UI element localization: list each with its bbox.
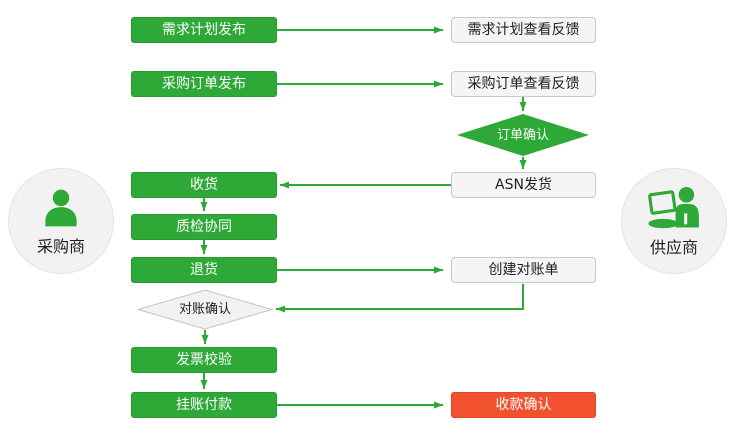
node-order-confirm-decision: 订单确认 [457, 114, 589, 156]
node-reconciliation-confirm-decision: 对账确认 [137, 289, 273, 330]
node-invoice-verification: 发票校验 [131, 347, 277, 373]
node-asn-shipment: ASN发货 [451, 172, 596, 198]
node-receive-goods: 收货 [131, 172, 277, 198]
decision-label: 对账确认 [178, 302, 231, 317]
node-demand-plan-feedback: 需求计划查看反馈 [451, 17, 596, 43]
actor-label: 采购商 [36, 236, 85, 256]
node-create-statement: 创建对账单 [451, 257, 596, 283]
node-quality-inspection: 质检协同 [131, 214, 277, 240]
node-return-goods: 退货 [131, 257, 277, 283]
node-payment-on-account: 挂账付款 [131, 392, 277, 418]
actor-label: 供应商 [649, 237, 698, 257]
arrow-statement-to-recon-confirm [276, 284, 524, 313]
diamond-shape [137, 289, 273, 330]
actor-buyer: 采购商 [8, 168, 114, 274]
node-demand-plan-publish: 需求计划发布 [131, 17, 277, 43]
actor-supplier: 供应商 [621, 168, 727, 274]
diamond-shape [457, 114, 589, 156]
person-laptop-icon [648, 186, 699, 228]
person-icon [45, 189, 77, 226]
node-purchase-order-feedback: 采购订单查看反馈 [451, 71, 596, 97]
node-purchase-order-publish: 采购订单发布 [131, 71, 277, 97]
decision-label: 订单确认 [496, 127, 549, 143]
node-receipt-confirm: 收款确认 [451, 392, 596, 418]
